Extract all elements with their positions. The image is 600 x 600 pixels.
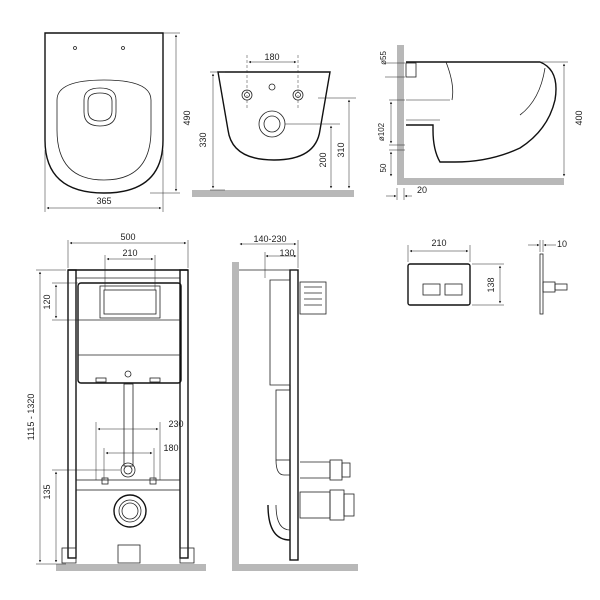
dim-offset-50: 50 [379, 163, 388, 172]
dim-rear-outlet-height: 200 [318, 152, 328, 167]
bowl-top-view [44, 32, 180, 212]
dim-bowl-top-height: 490 [182, 110, 192, 125]
dim-rear-bolt-spacing: 180 [264, 52, 279, 62]
bowl-side-view [385, 45, 568, 200]
dim-button-width: 210 [431, 238, 446, 248]
dim-frame-bolt-spacing: 210 [122, 248, 137, 258]
flush-button-view [407, 240, 568, 315]
dim-frame-depth-range: 140-230 [253, 234, 286, 244]
dim-frame-tank-top: 120 [42, 294, 52, 309]
dim-frame-height-range: 1115 - 1320 [26, 394, 36, 441]
dim-frame-width: 500 [120, 232, 135, 242]
dim-frame-depth-130: 130 [279, 248, 294, 258]
dim-rear-height: 330 [198, 132, 208, 147]
frame-side-view [232, 240, 358, 571]
dim-frame-bottom-135: 135 [42, 484, 52, 499]
dim-outlet-large-dia: ø102 [377, 122, 386, 141]
dim-bowl-top-width: 365 [96, 196, 111, 206]
dim-frame-bracket-width: 230 [168, 419, 183, 429]
frame-front-view [36, 240, 206, 571]
dim-wall-gap: 20 [417, 185, 427, 195]
dim-button-thickness: 10 [557, 239, 567, 249]
dim-button-height: 138 [486, 277, 496, 292]
dim-side-height: 400 [574, 110, 584, 125]
dim-outlet-small-dia: ø55 [379, 51, 388, 65]
dim-frame-outlet-spacing: 180 [163, 443, 178, 453]
dim-rear-height-bowl: 310 [336, 142, 346, 157]
bowl-rear-view [192, 55, 356, 197]
